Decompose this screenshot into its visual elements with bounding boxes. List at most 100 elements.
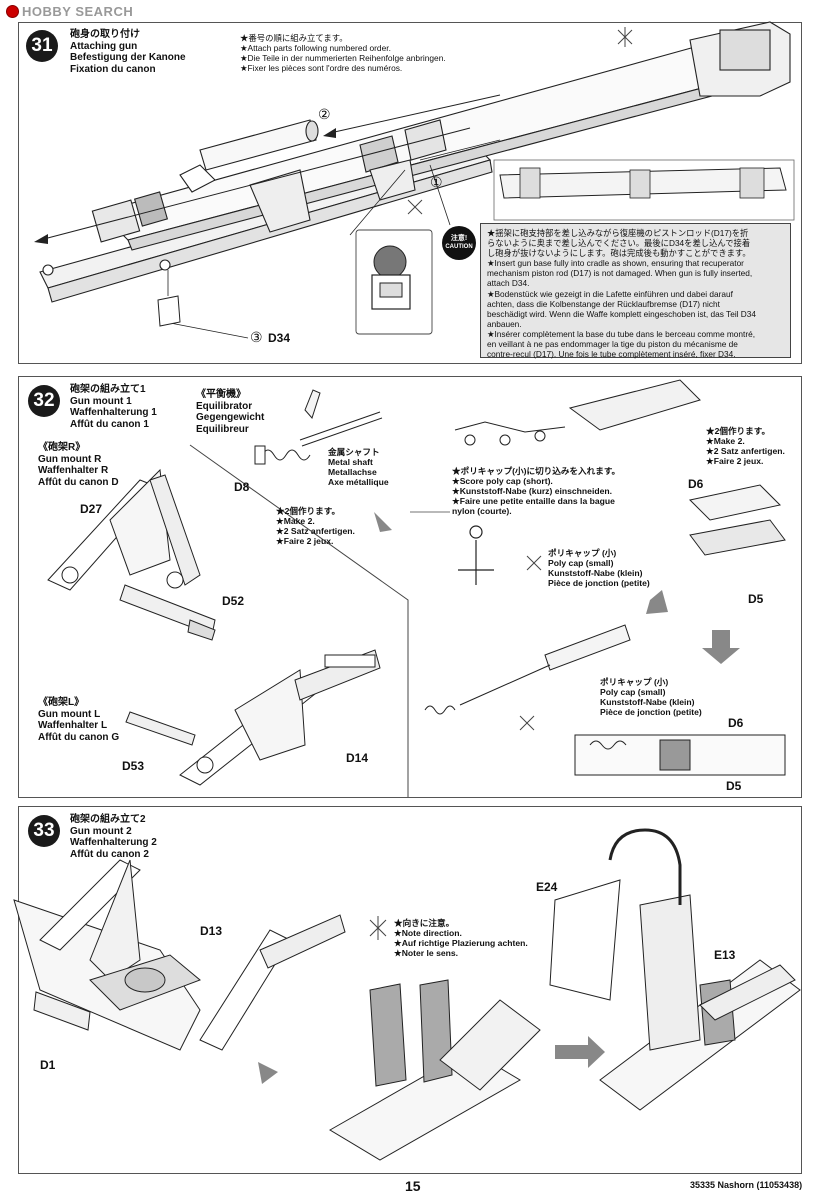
part-d6-label-b: D6 <box>728 716 744 730</box>
step-32-title-fr: Affût du canon 1 <box>70 418 149 430</box>
direction-ja: ★向きに注意。 <box>394 918 455 928</box>
step-33-title-de: Waffenhalterung 2 <box>70 837 157 848</box>
make-2-a-en: ★Make 2. <box>276 516 315 526</box>
equilibrator-fr: Equilibreur <box>196 423 249 435</box>
step-31-title-en: Attaching gun <box>70 40 138 52</box>
polycap2-fr: Pièce de jonction (petite) <box>600 707 702 717</box>
part-e24-label: E24 <box>536 880 558 894</box>
part-d34-label: D34 <box>268 331 291 345</box>
metal-shaft-label: 金属シャフト Metal shaft Metallachse Axe métal… <box>328 447 389 487</box>
step-33-title: 砲架の組み立て2 Gun mount 2 Waffenhalterung 2 A… <box>70 814 157 860</box>
part-d52-label: D52 <box>222 594 245 608</box>
step-33-number: 33 <box>28 815 60 847</box>
make-2-b-ja: ★2個作ります。 <box>706 426 771 436</box>
step-32-title: 砲架の組み立て1 Gun mount 1 Waffenhalterung 1 A… <box>70 384 157 430</box>
make-2-a-ja: ★2個作ります。 <box>276 506 341 516</box>
gun-mount-r-label: 《砲架R》 Gun mount R Waffenhalter R Affût d… <box>38 442 119 488</box>
page-number: 15 <box>405 1178 421 1194</box>
polycap-label-2: ポリキャップ (小) Poly cap (small) Kunststoff-N… <box>600 677 702 717</box>
part-d14-label: D14 <box>346 751 369 765</box>
part-d5-label-a: D5 <box>748 592 764 606</box>
step-32-title-ja: 砲架の組み立て1 <box>70 384 146 395</box>
callout-1: ① <box>430 174 443 190</box>
gun-mount-l-de: Waffenhalter L <box>38 720 108 731</box>
part-d27-label: D27 <box>80 502 103 516</box>
make-2-note-b: ★2個作ります。 ★Make 2. ★2 Satz anfertigen. ★F… <box>706 426 785 466</box>
score-fr: ★Faire une petite entaille dans la bague <box>452 496 615 506</box>
make-2-b-en: ★Make 2. <box>706 436 745 446</box>
equilibrator-label: 《平衡機》 Equilibrator Gegengewicht Equilibr… <box>196 389 264 435</box>
callout-2: ② <box>318 106 331 122</box>
step-32-title-en: Gun mount 1 <box>70 395 132 407</box>
step-31-title-fr: Fixation du canon <box>70 63 156 75</box>
caution-badge: 注意! CAUTION <box>442 226 476 260</box>
note-direction: ★向きに注意。 ★Note direction. ★Auf richtige P… <box>394 918 528 958</box>
score-de: ★Kunststoff-Nabe (kurz) einschneiden. <box>452 486 613 496</box>
order-note-fr: ★Fixer les pièces sont l'ordre des numér… <box>240 63 403 73</box>
metal-shaft-ja: 金属シャフト <box>328 447 380 457</box>
polycap2-de: Kunststoff-Nabe (klein) <box>600 697 695 707</box>
make-2-b-de: ★2 Satz anfertigen. <box>706 446 785 456</box>
equilibrator-de: Gegengewicht <box>196 412 265 423</box>
gun-mount-l-label: 《砲架L》 Gun mount L Waffenhalter L Affût d… <box>38 697 119 743</box>
make-2-note-a: ★2個作ります。 ★Make 2. ★2 Satz anfertigen. ★F… <box>276 506 355 546</box>
direction-en: ★Note direction. <box>394 928 462 938</box>
step-33-title-fr: Affût du canon 2 <box>70 848 149 860</box>
part-d8-label: D8 <box>234 480 250 494</box>
caution-line: ★Insert gun base fully into cradle as sh… <box>487 258 744 269</box>
order-note-ja: ★番号の順に組み立てます。 <box>240 33 348 43</box>
product-code: 35335 Nashorn (11053438) <box>690 1180 803 1190</box>
logo-text: HOBBY SEARCH <box>22 4 134 19</box>
step-32-title-de: Waffenhalterung 1 <box>70 407 157 418</box>
gun-mount-l-fr: Affût du canon G <box>38 731 120 743</box>
score-polycap-note: ★ポリキャップ(小)に切り込みを入れます。 ★Score poly cap (s… <box>452 466 620 516</box>
caution-line: らないように奥まで差し込んでください。最後にD34を差し込んで接着 <box>487 238 751 249</box>
polycap1-fr: Pièce de jonction (petite) <box>548 578 650 588</box>
make-2-a-fr: ★Faire 2 jeux. <box>276 536 334 546</box>
score-en: ★Score poly cap (short). <box>452 476 553 486</box>
step-32-number: 32 <box>28 385 60 417</box>
caution-line: en veillant à ne pas endommager la tige … <box>487 339 738 350</box>
step-33-title-ja: 砲架の組み立て2 <box>70 814 146 825</box>
order-note-en: ★Attach parts following numbered order. <box>240 43 391 53</box>
part-e13-label: E13 <box>714 948 736 962</box>
gun-mount-r-fr: Affût du canon D <box>38 476 119 488</box>
step-31-title-ja: 砲身の取り付け <box>70 29 140 40</box>
step-31-number: 31 <box>26 30 58 62</box>
caution-line: ★Bodenstück wie gezeigt in die Lafette e… <box>487 288 733 299</box>
gun-mount-r-de: Waffenhalter R <box>38 465 109 476</box>
part-d53-label: D53 <box>122 759 145 773</box>
hobby-search-logo: HOBBY SEARCH <box>6 4 133 19</box>
polycap2-en: Poly cap (small) <box>600 687 666 697</box>
callout-3: ③ <box>250 329 263 345</box>
polycap-label-1: ポリキャップ (小) Poly cap (small) Kunststoff-N… <box>548 548 650 588</box>
caution-line: ★揺架に砲支持部を差し込みながら復座機のピストンロッド(D17)を折 <box>487 228 749 238</box>
gun-mount-r-ja: 《砲架R》 <box>38 442 86 453</box>
equilibrator-en: Equilibrator <box>196 400 253 412</box>
part-d5-label-b: D5 <box>726 779 742 793</box>
step-31-order-note: ★番号の順に組み立てます。 ★Attach parts following nu… <box>240 33 446 73</box>
caution-line: beschädigt wird. Wenn die Waffe komplett… <box>487 308 757 319</box>
part-d13-label: D13 <box>200 924 223 938</box>
polycap1-de: Kunststoff-Nabe (klein) <box>548 568 643 578</box>
polycap1-ja: ポリキャップ (小) <box>548 548 617 558</box>
gun-mount-l-ja: 《砲架L》 <box>38 697 85 708</box>
direction-fr: ★Noter le sens. <box>394 948 459 958</box>
caution-badge-en: CAUTION <box>445 244 473 250</box>
caution-line: anbauen. <box>487 318 522 329</box>
step-33-panel <box>18 806 802 1174</box>
metal-shaft-fr: Axe métallique <box>328 477 389 487</box>
polycap1-en: Poly cap (small) <box>548 558 614 568</box>
metal-shaft-de: Metallachse <box>328 467 377 477</box>
part-d1-label: D1 <box>40 1058 56 1072</box>
caution-line: し砲身が抜けないようにします。砲は完成後も動かすことができます。 <box>487 248 751 259</box>
caution-line: mechanism piston rod (D17) is not damage… <box>487 268 753 279</box>
polycap2-ja: ポリキャップ (小) <box>600 677 669 687</box>
caution-text-box: ★揺架に砲支持部を差し込みながら復座機のピストンロッド(D17)を折 らないよう… <box>480 223 791 360</box>
caution-line: achten, dass die Kolbenstange der Rückla… <box>487 298 720 309</box>
caution-badge-ja: 注意! <box>450 235 468 242</box>
make-2-b-fr: ★Faire 2 jeux. <box>706 456 764 466</box>
step-33-title-en: Gun mount 2 <box>70 825 132 837</box>
caution-line: contre-recul (D17). Une fois le tube com… <box>487 349 736 360</box>
step-31-title-de: Befestigung der Kanone <box>70 52 186 63</box>
